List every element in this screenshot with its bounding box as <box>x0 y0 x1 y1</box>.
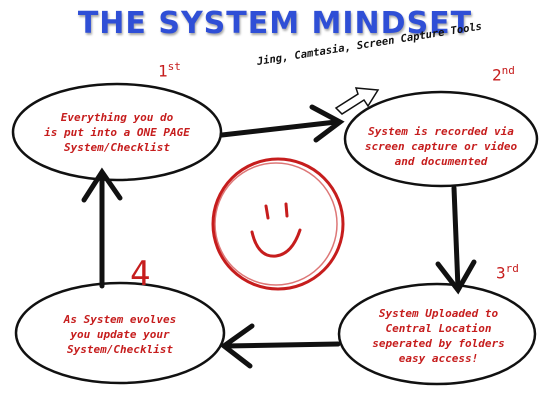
step-1-text: Everything you do is put into a ONE PAGE… <box>44 111 190 154</box>
step-3-oval <box>337 282 537 386</box>
arrow-2-to-3 <box>435 185 477 295</box>
arrow-1-to-2 <box>219 104 345 143</box>
arrow-3-to-4 <box>219 323 341 369</box>
step-2-ordinal: 2nd <box>492 64 515 85</box>
step-4-ordinal: 4 <box>130 254 151 294</box>
step-1-ordinal: 1st <box>158 60 181 81</box>
tools-pointer-arrow <box>334 87 380 115</box>
step-2-text: System is recorded via screen capture or… <box>364 125 518 168</box>
smiley-face-icon <box>211 157 345 291</box>
arrow-4-to-1 <box>81 167 123 289</box>
step-2-oval <box>343 90 539 188</box>
step-4-oval <box>14 281 226 385</box>
step-3-text: System Uploaded to Central Location sepe… <box>372 307 505 365</box>
page-title: THE SYSTEM MINDSET <box>77 6 473 41</box>
step-3-ordinal: 3rd <box>496 262 519 283</box>
step-4-text: As System evolves you update your System… <box>63 313 177 356</box>
step-1-oval <box>11 82 223 182</box>
